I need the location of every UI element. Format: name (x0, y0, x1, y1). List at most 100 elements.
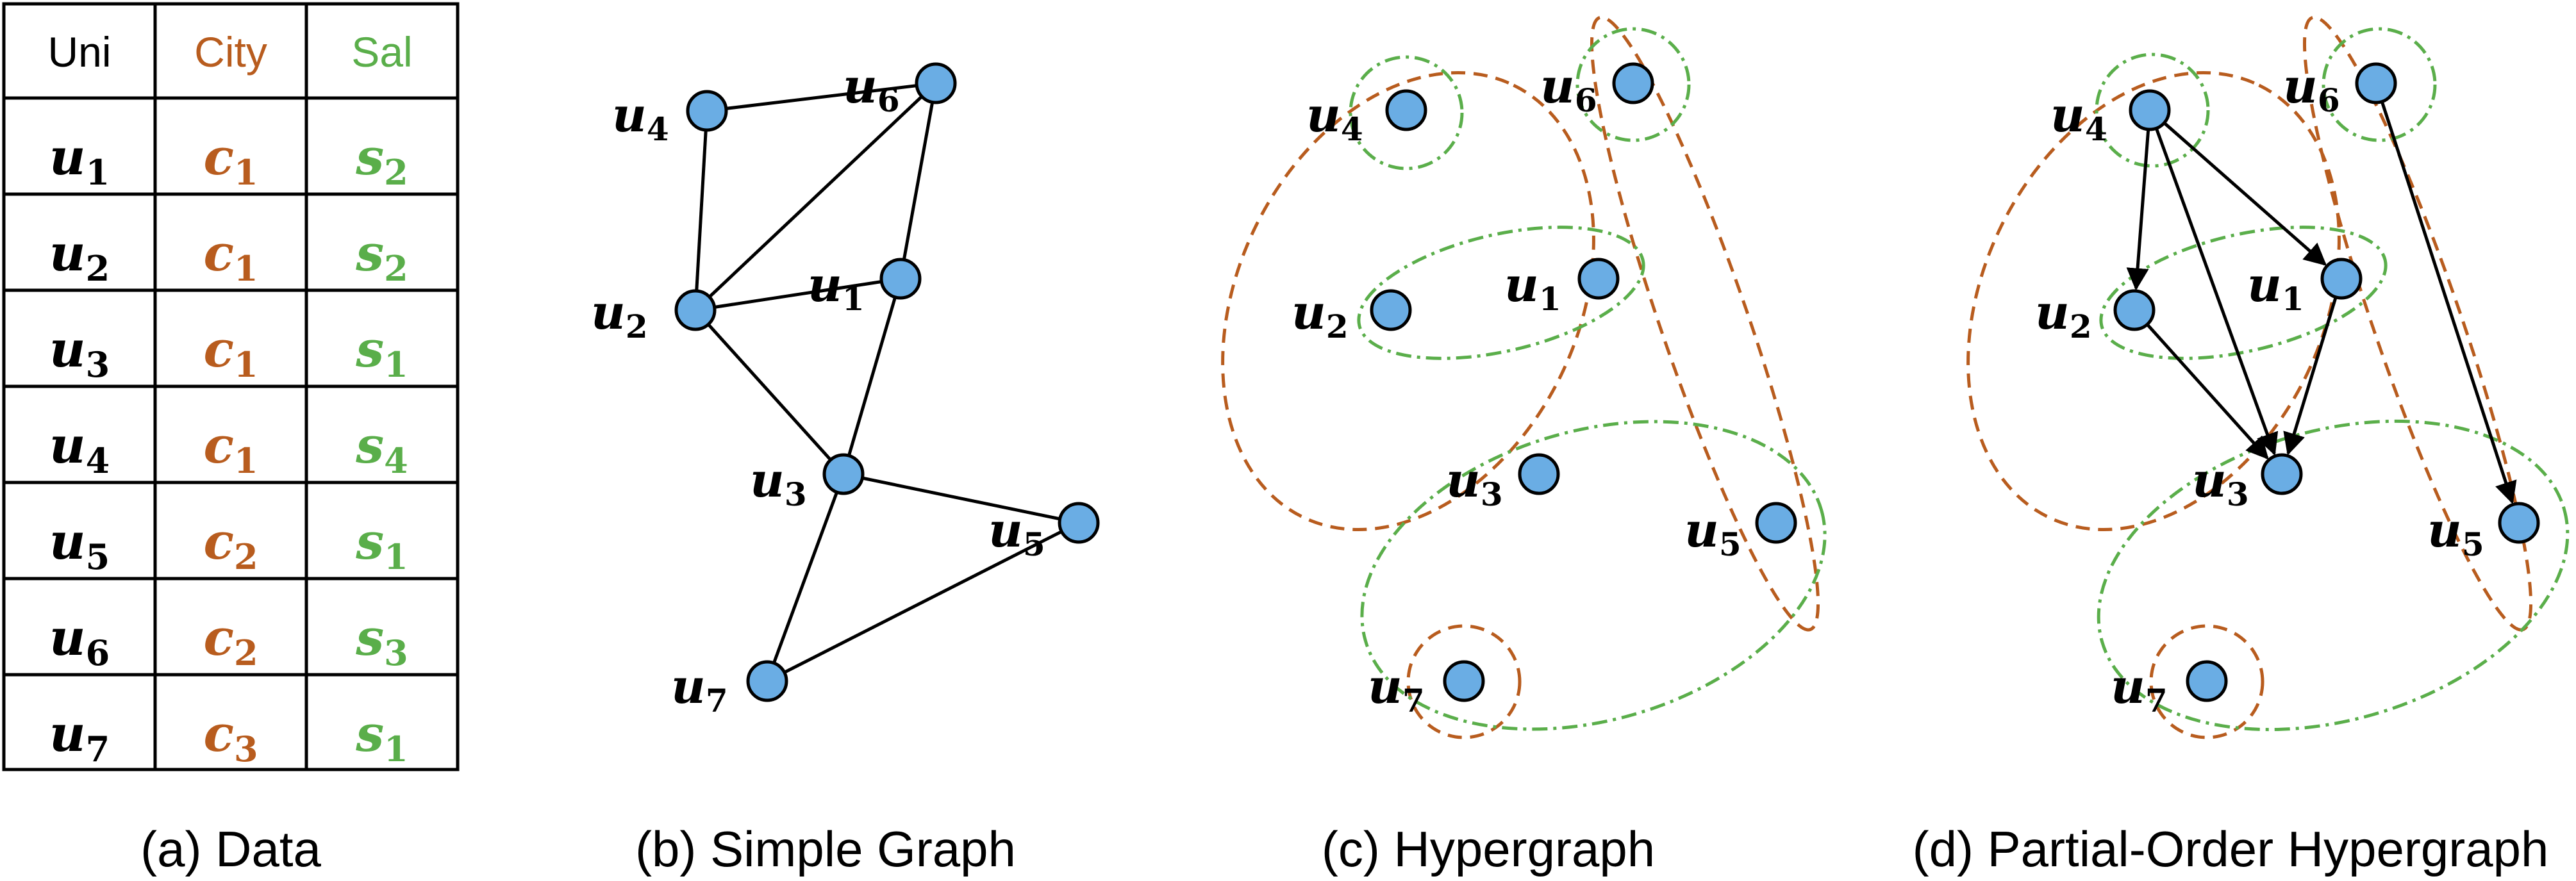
node-label-u3: u3 (750, 453, 807, 513)
node-label-var: u (671, 659, 706, 714)
edge-u3-u5 (843, 472, 1079, 525)
hyperedge-city-c2 (1590, 15, 1820, 632)
node-label-subscript: 7 (706, 682, 728, 720)
cell-uni-var: u (49, 705, 86, 763)
cell-sal-var: s (355, 224, 384, 283)
node-u1 (1577, 258, 1620, 300)
node-label-subscript: 2 (2070, 308, 2092, 345)
edge-u4-u6 (706, 81, 936, 113)
hyperedges (1221, 15, 1827, 739)
hyperedge-city-c1 (1221, 70, 1595, 532)
table-cell-sal: s4 (355, 416, 408, 481)
cell-city-subscript: 3 (234, 729, 258, 770)
table-cell-uni: u7 (49, 705, 110, 770)
arrow-u4-u1 (2163, 121, 2327, 266)
edge-u4-u2 (694, 110, 709, 311)
cell-sal-subscript: 2 (384, 248, 408, 289)
table-cell-uni: u5 (49, 513, 110, 577)
node-label-subscript: 5 (1023, 525, 1045, 563)
cell-uni-var: u (49, 416, 86, 475)
node-label-subscript: 6 (2318, 81, 2340, 119)
cell-city-subscript: 2 (234, 632, 258, 673)
node-u1 (879, 258, 922, 300)
node-label-subscript: 1 (1539, 280, 1561, 318)
node-label-var: u (2283, 59, 2318, 114)
node-label-subscript: 4 (1341, 110, 1363, 148)
header-uni: Uni (47, 28, 111, 76)
cell-city-subscript: 1 (234, 152, 258, 193)
node-label-var: u (1292, 285, 1326, 340)
node-label-u2: u2 (591, 285, 648, 345)
node-label-u4: u4 (1306, 88, 1363, 148)
node-u7 (746, 660, 788, 702)
node-u2 (2113, 289, 2156, 331)
node-label-var: u (2035, 285, 2070, 340)
node-u3 (1518, 453, 1560, 495)
cell-uni-subscript: 5 (86, 536, 110, 577)
node-label-subscript: 4 (647, 110, 669, 148)
po-hyperedge-city-c3 (2149, 624, 2264, 739)
cell-sal-var: s (355, 705, 384, 763)
po-hyperedge-sal-s1 (2097, 419, 2570, 732)
cell-city-var: c (203, 320, 234, 379)
cell-sal-var: s (355, 320, 384, 379)
hyperedge-sal-s2 (1357, 226, 1645, 360)
edge-u6-u2 (694, 82, 937, 311)
node-u4 (686, 90, 728, 132)
table-cell-city: c3 (203, 705, 258, 770)
node-label-var: u (1684, 503, 1719, 558)
node-label-var: u (1446, 453, 1481, 508)
node-label-u5: u5 (988, 503, 1045, 563)
caption-simple-graph: (b) Simple Graph (635, 821, 1016, 877)
node-u5 (1058, 502, 1100, 544)
edge-u2-u1 (695, 277, 901, 312)
header-sal: Sal (351, 28, 412, 76)
cell-city-var: c (203, 705, 234, 763)
cell-uni-var: u (49, 609, 86, 667)
node-u5 (2498, 502, 2540, 544)
header-city: City (194, 28, 267, 76)
table-cell-sal: s3 (355, 609, 408, 673)
table-cell-sal: s2 (355, 224, 408, 289)
node-label-var: u (808, 258, 842, 313)
cell-uni-subscript: 6 (86, 632, 110, 673)
node-label-u3: u3 (1446, 453, 1503, 513)
node-label-u6: u6 (2283, 59, 2340, 119)
node-u3 (822, 453, 865, 495)
cell-sal-subscript: 1 (384, 536, 408, 577)
cell-sal-subscript: 3 (384, 632, 408, 673)
node-label-subscript: 1 (842, 280, 865, 318)
node-label-subscript: 6 (1575, 81, 1597, 119)
node-u6 (1612, 62, 1654, 104)
node-label-u7: u7 (671, 659, 728, 720)
node-u4 (2129, 89, 2171, 131)
cell-sal-subscript: 2 (384, 152, 408, 193)
table-cell-city: c1 (203, 224, 258, 289)
simple-graph-edges (694, 81, 1080, 683)
node-label-subscript: 7 (2145, 682, 2168, 720)
cell-city-subscript: 1 (234, 248, 258, 289)
cell-uni-subscript: 1 (86, 152, 110, 193)
po-hyperedge-sal-s2 (2099, 226, 2388, 360)
table-cell-sal: s1 (355, 320, 408, 385)
node-label-var: u (612, 88, 647, 143)
cell-sal-subscript: 4 (384, 440, 408, 481)
node-u3 (2261, 453, 2303, 495)
node-label-u6: u6 (843, 59, 900, 119)
node-label-var: u (2111, 659, 2145, 714)
node-label-u7: u7 (1368, 659, 1425, 720)
table-cell-uni: u1 (49, 128, 110, 193)
hyperedge-sal-s1 (1360, 420, 1827, 731)
table-cell-city: c1 (203, 416, 258, 481)
node-label-var: u (2247, 258, 2282, 313)
node-label-u6: u6 (1540, 59, 1597, 119)
node-label-u1: u1 (1504, 258, 1561, 318)
